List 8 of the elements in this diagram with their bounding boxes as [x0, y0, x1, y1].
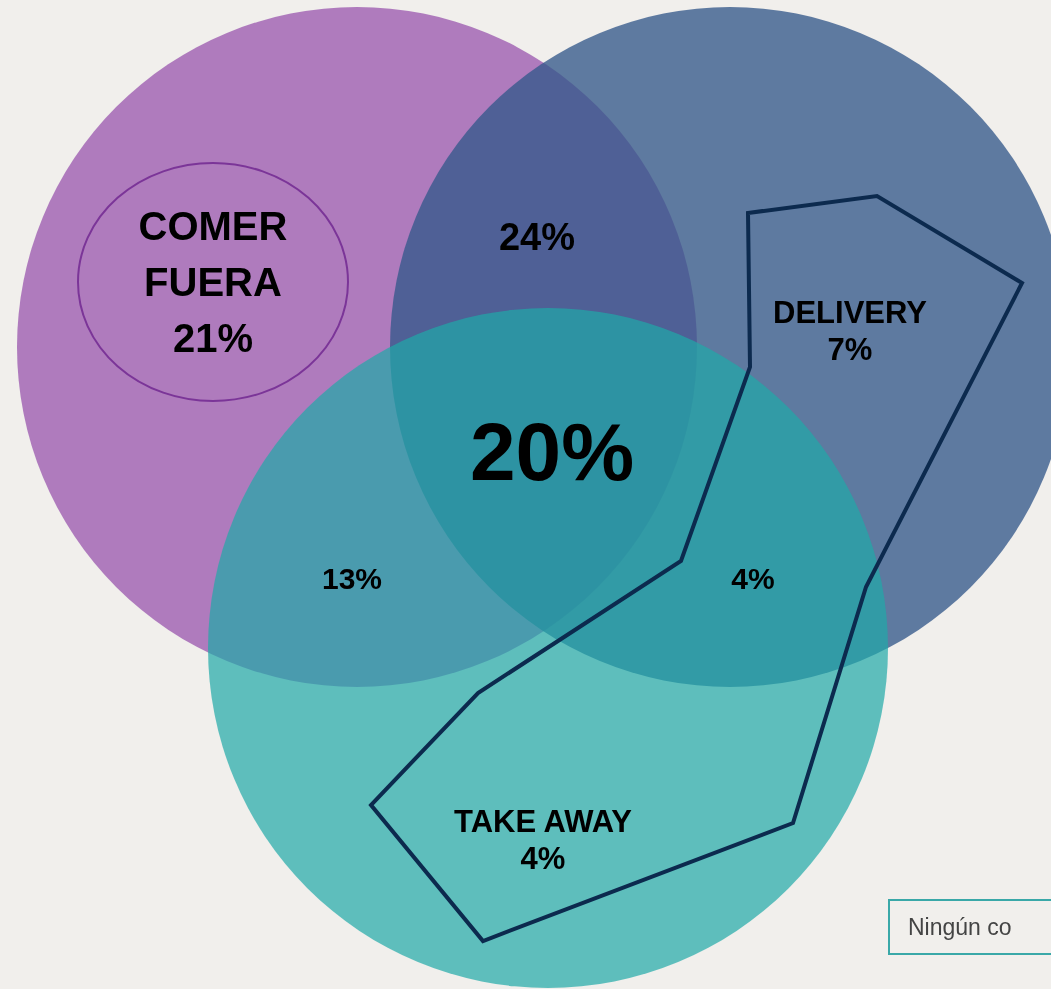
percentage-label: 4% — [731, 561, 775, 597]
percentage-label: 24% — [498, 215, 576, 261]
percentage-label: 13% — [322, 561, 382, 597]
category-label: COMER FUERA 21% — [137, 203, 289, 362]
percentage-label: TAKE AWAY 4% — [453, 802, 633, 878]
legend-box: Ningún co — [888, 899, 1051, 955]
percentage-label: 20% — [469, 404, 635, 499]
percentage-label: DELIVERY 7% — [772, 293, 928, 369]
